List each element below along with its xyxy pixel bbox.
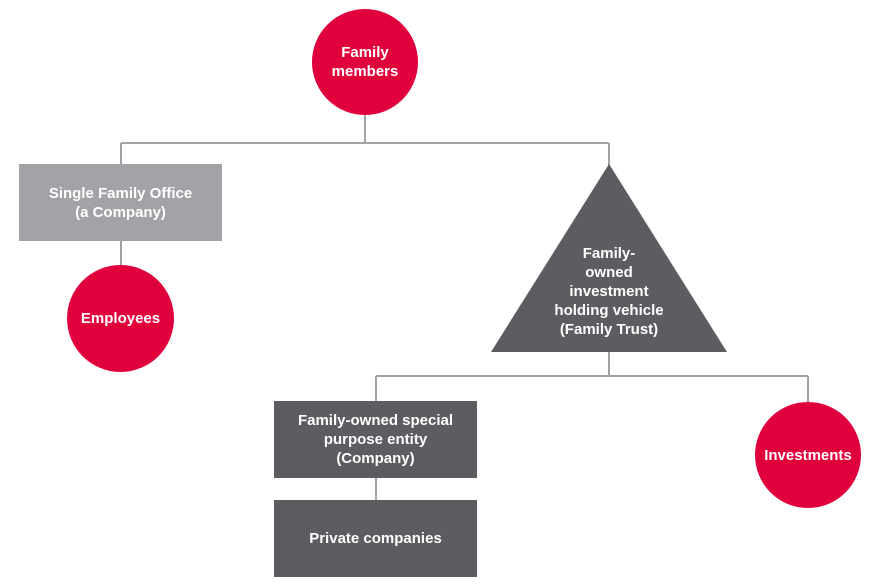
single-family-office-node: Single Family Office (a Company)	[19, 164, 222, 241]
single-family-office-label: Single Family Office (a Company)	[48, 184, 193, 221]
employees-node: Employees	[67, 265, 174, 372]
holding-vehicle-label: Family- owned investment holding vehicle…	[554, 245, 664, 338]
family-members-node: Family members	[312, 9, 418, 115]
special-purpose-entity-label: Family-owned special purpose entity (Com…	[297, 412, 454, 467]
private-companies-label: Private companies	[309, 530, 442, 547]
employees-label: Employees	[80, 310, 161, 327]
family-members-label: Family members	[331, 44, 399, 80]
holding-vehicle-node: Family- owned investment holding vehicle…	[491, 164, 727, 352]
investments-node: Investments	[755, 402, 861, 508]
investments-label: Investments	[764, 446, 852, 464]
special-purpose-entity-node: Family-owned special purpose entity (Com…	[274, 401, 477, 478]
holding-vehicle-triangle	[491, 164, 727, 352]
private-companies-node: Private companies	[274, 500, 477, 577]
